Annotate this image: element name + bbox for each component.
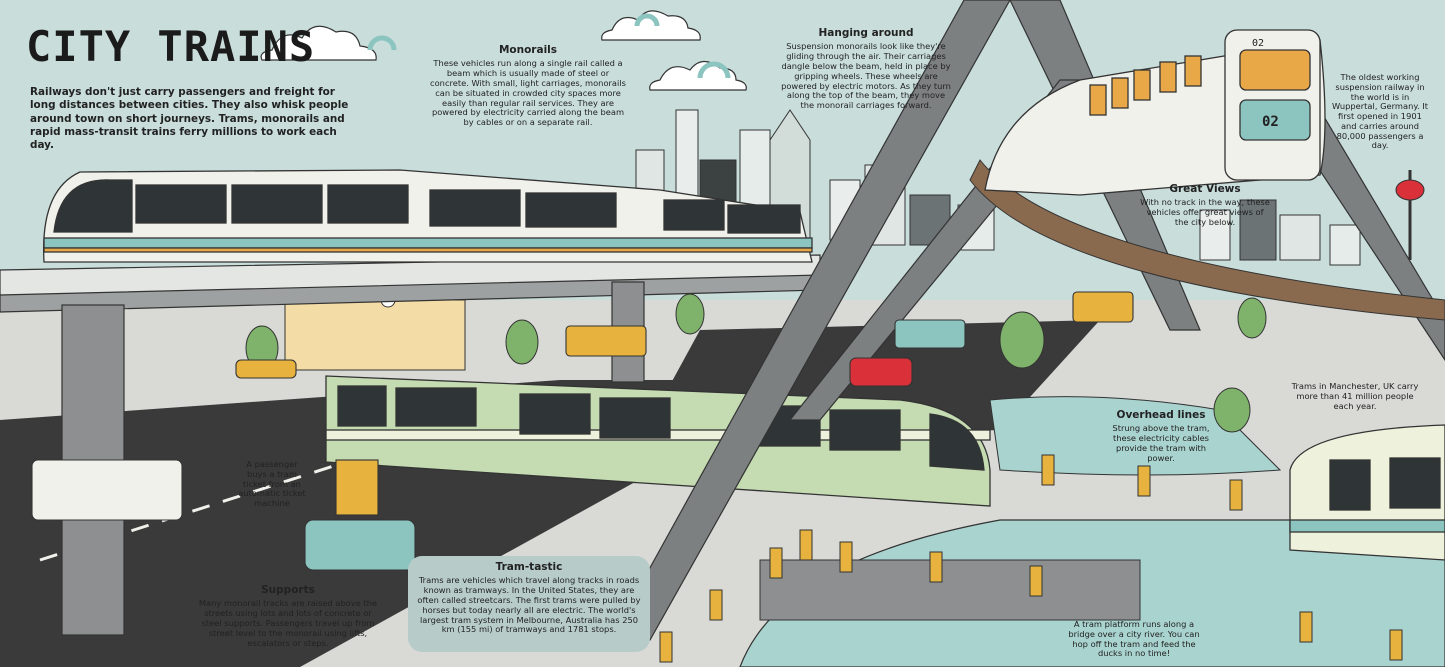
- tree: [245, 293, 1267, 433]
- bridge-wall: [759, 559, 1141, 621]
- hanging-around-block: Hanging around Suspension monorails look…: [780, 27, 952, 111]
- intro-text: Railways don't just carry passengers and…: [30, 86, 349, 152]
- tram-tastic-body: Trams are vehicles which travel along tr…: [417, 575, 641, 635]
- supports-body: Many monorail tracks are raised above th…: [198, 598, 378, 648]
- right-tram: [1289, 424, 1445, 561]
- monorail-train: [42, 169, 813, 263]
- cloud-arc: [367, 13, 731, 79]
- monorails-heading: Monorails: [498, 44, 558, 56]
- vehicles: [31, 291, 1134, 571]
- ticket-caption: A passenger buys a tram ticket from an a…: [238, 459, 306, 509]
- bollards: [659, 454, 1403, 663]
- hanging-around-body: Suspension monorails look like they're g…: [781, 41, 951, 111]
- overhead-lines-body: Strung above the tram, these electricity…: [1112, 423, 1210, 463]
- tv-tower: [1395, 170, 1425, 260]
- great-views-body: With no track in the way, these vehicles…: [1140, 197, 1270, 227]
- great-views-heading: Great Views: [1169, 183, 1241, 195]
- wuppertal-fact: The oldest working suspension railway in…: [1331, 72, 1429, 151]
- supports-heading: Supports: [261, 584, 315, 596]
- tram-tastic-block: Tram-tastic Trams are vehicles which tra…: [415, 561, 643, 635]
- tram-tastic-heading: Tram-tastic: [495, 561, 563, 573]
- rusty-beam: [969, 159, 1445, 321]
- page-title: CITY TRAINS: [26, 22, 316, 71]
- supports-block: Supports Many monorail tracks are raised…: [196, 584, 380, 648]
- manchester-fact: Trams in Manchester, UK carry more than …: [1291, 381, 1419, 411]
- overhead-lines-heading: Overhead lines: [1116, 409, 1206, 421]
- cloud: [601, 10, 701, 41]
- great-views-block: Great Views With no track in the way, th…: [1140, 183, 1270, 228]
- monorails-block: Monorails These vehicles run along a sin…: [430, 44, 626, 128]
- monorails-body: These vehicles run along a single rail c…: [430, 58, 626, 128]
- train-number-front: 02: [1262, 114, 1279, 130]
- suspension-train: [984, 29, 1326, 196]
- overhead-lines-block: Overhead lines Strung above the tram, th…: [1108, 409, 1214, 464]
- platform-caption: A tram platform runs along a bridge over…: [1068, 619, 1200, 659]
- hanging-around-heading: Hanging around: [818, 27, 914, 39]
- train-number-top: 02: [1252, 38, 1264, 49]
- cloud: [260, 25, 377, 61]
